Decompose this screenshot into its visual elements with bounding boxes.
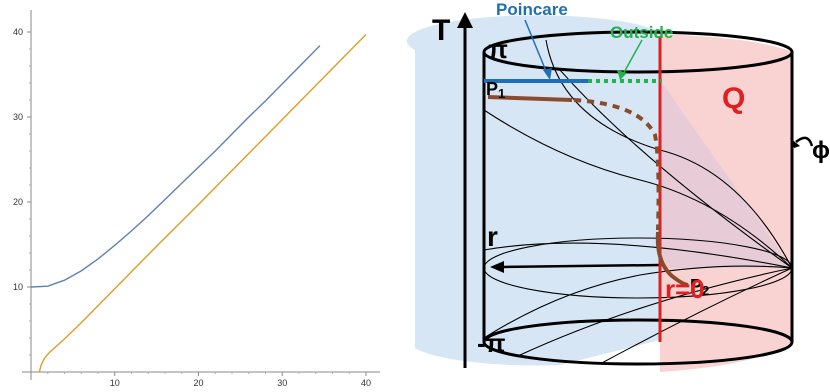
x-tick-label: 10 bbox=[110, 378, 120, 388]
cylinder-diagram: T π -π Poincare Outside P1 P2 Q r r=0 ϕ bbox=[406, 0, 830, 372]
y-tick-label: 20 bbox=[13, 197, 23, 207]
trajectory-dashed bbox=[573, 98, 661, 231]
trajectory-solid-end bbox=[655, 231, 689, 287]
outside-pointer bbox=[621, 39, 643, 77]
outside-pointer-head bbox=[617, 70, 627, 80]
cylinder-bottom-front bbox=[482, 341, 794, 366]
t-axis-label: T bbox=[432, 14, 450, 47]
phi-label: ϕ bbox=[812, 137, 830, 164]
line-chart: 10 20 30 40 10 20 30 40 bbox=[13, 10, 380, 388]
p1-label: P1 bbox=[486, 79, 505, 101]
y-tick-label: 40 bbox=[13, 27, 23, 37]
series-line-1 bbox=[30, 45, 321, 288]
outside-label: Outside bbox=[610, 23, 673, 42]
phi-arrowhead bbox=[790, 138, 800, 148]
p2-label: P2 bbox=[690, 276, 709, 298]
axis-ticks: 10 20 30 40 10 20 30 40 bbox=[13, 27, 371, 388]
r-label: r bbox=[487, 221, 498, 252]
pi-bottom-label: -π bbox=[477, 328, 506, 358]
cylinder-bottom-back bbox=[482, 318, 794, 343]
poincare-pointer bbox=[524, 19, 549, 77]
poincare-pointer-head bbox=[543, 68, 552, 80]
poincare-label: Poincare bbox=[496, 0, 568, 19]
q-label: Q bbox=[722, 82, 745, 115]
series-line-2 bbox=[38, 34, 367, 373]
r-arrow-line bbox=[501, 263, 661, 269]
blue-region bbox=[406, 15, 660, 366]
chart-series bbox=[30, 34, 367, 373]
y-tick-label: 10 bbox=[13, 282, 23, 292]
overlap-region bbox=[660, 80, 792, 268]
x-tick-label: 30 bbox=[277, 378, 287, 388]
phi-arrow bbox=[795, 136, 814, 147]
y-tick-label: 30 bbox=[13, 112, 23, 122]
x-tick-label: 20 bbox=[193, 378, 203, 388]
trajectory-solid-start bbox=[487, 95, 573, 102]
pi-top-label: π bbox=[488, 34, 508, 64]
r-arrow-head bbox=[490, 261, 504, 273]
x-tick-label: 40 bbox=[361, 378, 371, 388]
r0-label: r=0 bbox=[665, 274, 705, 304]
t-axis-arrowhead bbox=[457, 12, 473, 28]
